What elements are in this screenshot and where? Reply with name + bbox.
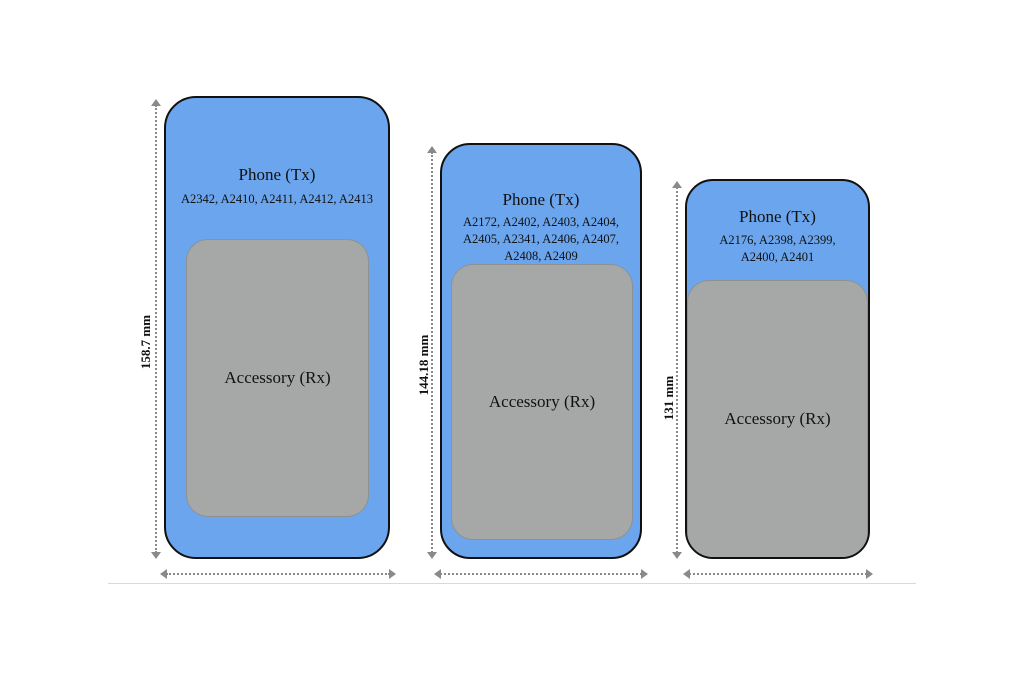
- height-label-3: 131 mm: [661, 375, 676, 421]
- phone-tx-3: Phone (Tx) A2176, A2398, A2399, A2400, A…: [685, 179, 870, 559]
- model-line: A2405, A2341, A2406, A2407,: [463, 232, 619, 246]
- height-dimension-arrow-3: [672, 181, 682, 559]
- accessory-rx-2: Accessory (Rx): [451, 264, 633, 540]
- phone-tx-label-1: Phone (Tx): [238, 165, 316, 184]
- height-dimension-arrow-2: [427, 146, 437, 559]
- height-label-1: 158.7 mm: [138, 314, 153, 370]
- width-dimension-arrow-3: [683, 569, 873, 579]
- accessory-rx-label-1: Accessory (Rx): [224, 368, 331, 387]
- phone-models-3: A2176, A2398, A2399, A2400, A2401: [687, 232, 868, 266]
- phone-tx-label-3: Phone (Tx): [739, 207, 816, 226]
- height-dimension-arrow-1: [151, 99, 161, 559]
- accessory-rx-3: Accessory (Rx): [687, 280, 868, 557]
- width-dimension-arrow-2: [434, 569, 648, 579]
- baseline-divider: [108, 583, 916, 584]
- accessory-rx-1: Accessory (Rx): [186, 239, 369, 517]
- phone-models-2: A2172, A2402, A2403, A2404, A2405, A2341…: [442, 214, 640, 265]
- phone-models-1: A2342, A2410, A2411, A2412, A2413: [166, 191, 388, 208]
- phone-tx-1: Phone (Tx) A2342, A2410, A2411, A2412, A…: [164, 96, 390, 559]
- model-line: A2342, A2410, A2411, A2412, A2413: [181, 192, 373, 206]
- model-line: A2400, A2401: [740, 250, 815, 264]
- model-line: A2176, A2398, A2399,: [719, 233, 836, 247]
- phone-tx-label-2: Phone (Tx): [502, 190, 580, 209]
- width-dimension-arrow-1: [160, 569, 396, 579]
- model-line: A2172, A2402, A2403, A2404,: [463, 215, 619, 229]
- accessory-rx-label-3: Accessory (Rx): [724, 409, 831, 428]
- accessory-rx-label-2: Accessory (Rx): [488, 392, 596, 411]
- model-line: A2408, A2409: [504, 249, 578, 263]
- phone-tx-2: Phone (Tx) A2172, A2402, A2403, A2404, A…: [440, 143, 642, 559]
- height-label-2: 144.18 mm: [416, 334, 431, 396]
